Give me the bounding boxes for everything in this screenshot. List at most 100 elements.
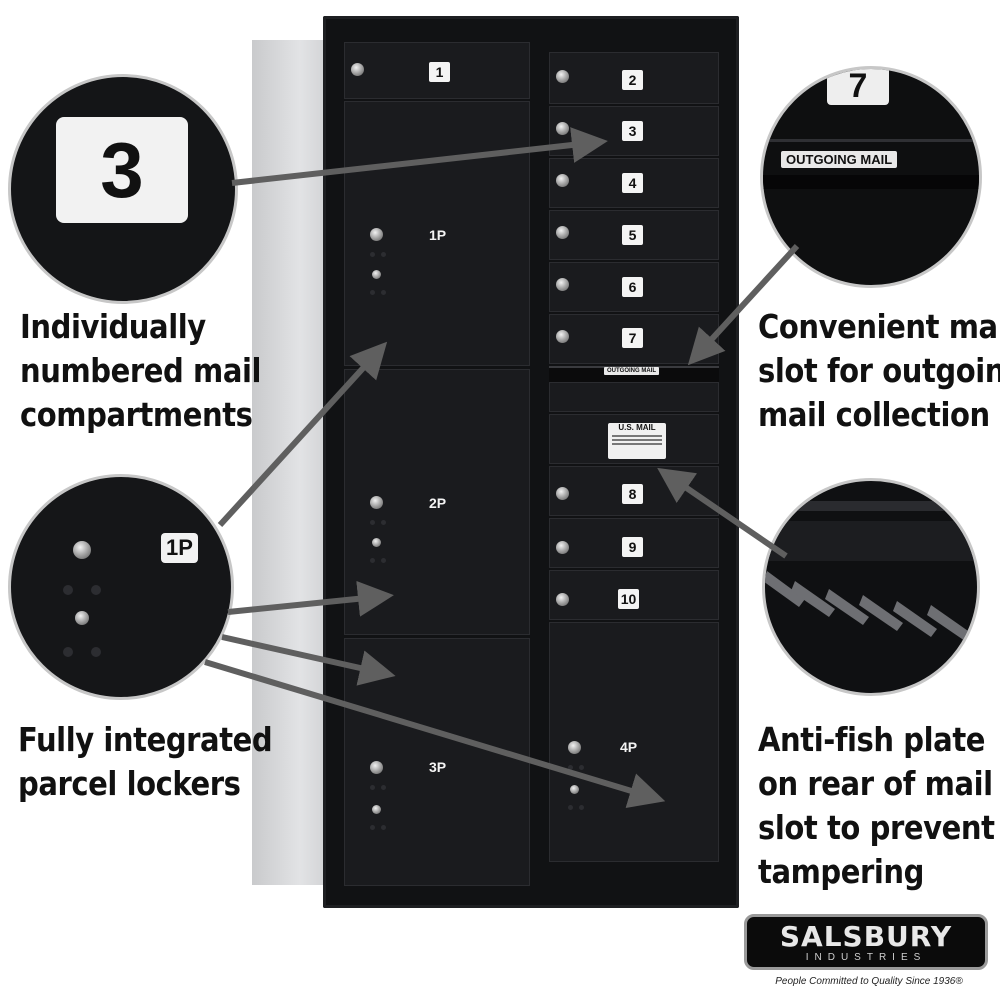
- compartment-number: 8: [622, 484, 643, 504]
- us-mail-plate: U.S. MAIL: [608, 423, 666, 459]
- rivet: [370, 825, 375, 830]
- zoom-circle-antifish: [762, 478, 980, 696]
- lock-icon: [556, 70, 569, 83]
- parcel-locker-number: 2P: [429, 495, 447, 511]
- compartment-number: 5: [622, 225, 643, 245]
- zoom-number-plate: 3: [56, 117, 188, 223]
- rivet: [370, 785, 375, 790]
- logo-name: SALSBURY: [779, 920, 953, 953]
- lock-icon: [556, 593, 569, 606]
- rivet: [63, 647, 73, 657]
- arrow-to-parcel-4p: [204, 659, 666, 809]
- logo-sub: INDUSTRIES: [805, 952, 927, 963]
- arrow-to-parcel-3p: [221, 634, 396, 686]
- rivet: [381, 520, 386, 525]
- caption-antifish: Anti-fish plate on rear of mail slot to …: [758, 718, 995, 894]
- caption-parcel: Fully integrated parcel lockers: [18, 718, 273, 806]
- plate-line: [612, 435, 662, 437]
- zoom-number-plate: 7: [827, 69, 889, 105]
- rivet: [91, 647, 101, 657]
- lock-icon: [370, 496, 383, 509]
- rivet: [381, 558, 386, 563]
- caption-line: numbered mail: [20, 351, 262, 390]
- lock-icon: [351, 63, 364, 76]
- lock-icon: [556, 541, 569, 554]
- caption-line: parcel lockers: [18, 764, 241, 803]
- caption-line: Convenient mail: [758, 307, 1000, 346]
- caption-line: compartments: [20, 395, 253, 434]
- rivet: [370, 252, 375, 257]
- compartment-number: 4: [622, 173, 643, 193]
- salsbury-logo: SALSBURY INDUSTRIES: [744, 914, 988, 970]
- compartment-9-door[interactable]: 9: [549, 518, 719, 568]
- lock-icon: [370, 761, 383, 774]
- rivet: [63, 585, 73, 595]
- lock-icon: [73, 541, 91, 559]
- zoom-circle-numbered: 3: [8, 74, 238, 304]
- usmail-panel: U.S. MAIL: [549, 414, 719, 464]
- caption-line: Individually: [20, 307, 206, 346]
- rivet: [91, 585, 101, 595]
- slot-opening: [763, 175, 979, 189]
- rivet: [370, 558, 375, 563]
- compartment-number: 7: [622, 328, 643, 348]
- compartment-5-door[interactable]: 5: [549, 210, 719, 260]
- lock-icon: [370, 228, 383, 241]
- rivet: [568, 765, 573, 770]
- parcel-locker-1p-door[interactable]: 1P: [344, 101, 530, 366]
- zoom-outgoing-label: OUTGOING MAIL: [781, 151, 898, 168]
- compartment-1-door[interactable]: 1: [344, 42, 530, 99]
- parcel-locker-number: 1P: [429, 227, 447, 243]
- caption-line: Anti-fish plate: [758, 720, 986, 759]
- rivet: [370, 290, 375, 295]
- caption-numbered: Individually numbered mail compartments: [20, 305, 261, 437]
- arrow-to-compartment-3: [231, 127, 608, 186]
- caption-line: slot for outgoing: [758, 351, 1000, 390]
- compartment-number: 1: [429, 62, 450, 82]
- parcel-locker-number: 3P: [429, 759, 447, 775]
- rivet: [381, 252, 386, 257]
- parcel-locker-4p-door[interactable]: 4P: [549, 622, 719, 862]
- rivet: [381, 825, 386, 830]
- slot-edge: [763, 139, 979, 142]
- compartment-number: 3: [622, 121, 643, 141]
- compartment-number: 2: [622, 70, 643, 90]
- key-lock-icon: [75, 611, 89, 625]
- compartment-number: 6: [622, 277, 643, 297]
- plate-line: [612, 443, 662, 445]
- lock-icon: [568, 741, 581, 754]
- zoom-circle-parcel: 1P: [8, 474, 234, 700]
- parcel-locker-number: 4P: [620, 739, 638, 755]
- compartment-4-door[interactable]: 4: [549, 158, 719, 208]
- compartment-number: 10: [618, 589, 639, 609]
- caption-line: mail collection: [758, 395, 990, 434]
- lock-icon: [556, 487, 569, 500]
- rivet: [568, 805, 573, 810]
- plate-line: [612, 439, 662, 441]
- compartment-6-door[interactable]: 6: [549, 262, 719, 312]
- caption-line: Fully integrated: [18, 720, 273, 759]
- rivet: [381, 785, 386, 790]
- key-lock-icon: [570, 785, 579, 794]
- caption-outgoing: Convenient mail slot for outgoing mail c…: [758, 305, 1000, 437]
- rivet: [579, 805, 584, 810]
- key-lock-icon: [372, 805, 381, 814]
- outgoing-mail-slot[interactable]: OUTGOING MAIL: [549, 366, 719, 382]
- rivet: [381, 290, 386, 295]
- caption-line: tampering: [758, 852, 925, 891]
- mailbox-cabinet: 1 1P 2P 3P 2 3 4: [323, 16, 739, 908]
- compartment-2-door[interactable]: 2: [549, 52, 719, 104]
- us-mail-text: U.S. MAIL: [618, 423, 656, 432]
- lock-icon: [556, 330, 569, 343]
- key-lock-icon: [372, 270, 381, 279]
- rivet: [579, 765, 584, 770]
- compartment-number: 9: [622, 537, 643, 557]
- anti-fish-plate-icon: [765, 501, 977, 641]
- caption-line: slot to prevent: [758, 808, 995, 847]
- compartment-10-door[interactable]: 10: [549, 570, 719, 620]
- caption-line: on rear of mail: [758, 764, 993, 803]
- lock-icon: [556, 122, 569, 135]
- lock-icon: [556, 174, 569, 187]
- rivet: [370, 520, 375, 525]
